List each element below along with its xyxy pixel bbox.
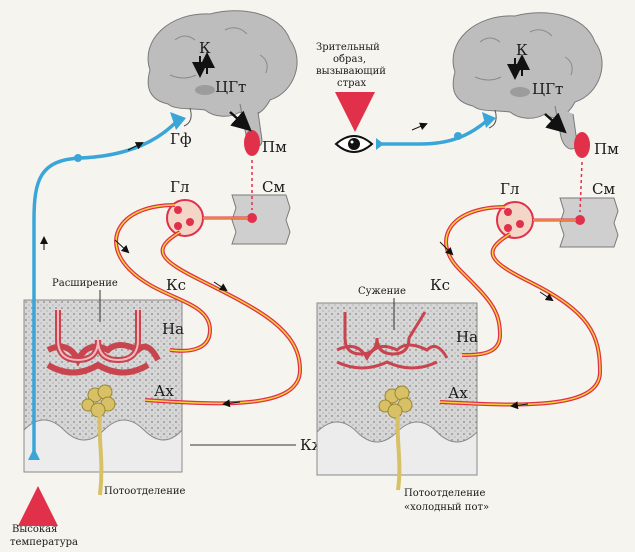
eye-icon — [334, 135, 374, 153]
medulla-red — [244, 130, 260, 156]
right-brain — [452, 12, 603, 158]
right-skin-block — [316, 302, 478, 491]
visual-line4: страх — [337, 78, 366, 89]
right-ganglion — [496, 201, 576, 239]
cortex-label-right: К — [516, 41, 528, 59]
visual-line1: Зрительный — [316, 42, 380, 53]
medulla-label-right: Пм — [594, 140, 619, 158]
sweating-label-left: Потоотделение — [104, 486, 186, 497]
narrowing-label: Сужение — [358, 286, 406, 297]
left-ganglion — [166, 199, 248, 237]
hypothalamus-label-right: ЦГт — [532, 80, 563, 98]
sweat-duct — [97, 414, 104, 496]
pituitary-label: Гф — [170, 130, 192, 148]
left-spinal-cord — [231, 160, 291, 245]
right-afferent-nerve — [380, 116, 492, 146]
thalamus-shape — [195, 85, 215, 95]
visual-line2: образ, — [333, 54, 366, 65]
na-label-right: На — [456, 328, 478, 346]
left-brain — [147, 10, 298, 156]
cold-sweat-label: «холодный пот» — [404, 502, 489, 513]
visual-line3: вызывающий — [316, 66, 386, 77]
ax-label-right: Ах — [448, 384, 468, 402]
spinal-cord-label-right: См — [592, 180, 615, 198]
right-nerve-fibers — [439, 205, 603, 407]
medulla-label: Пм — [262, 138, 287, 156]
na-label-left: На — [162, 320, 184, 338]
vessel-label-left: Кс — [166, 276, 186, 294]
spinal-cord-label: См — [262, 178, 285, 196]
ganglion-label-right: Гл — [500, 180, 519, 198]
left-skin-block — [23, 299, 183, 496]
vessel-label-right: Кс — [430, 276, 450, 294]
cortex-label: К — [199, 39, 211, 57]
left-nerve-fibers — [114, 203, 303, 406]
right-spinal-cord — [559, 161, 619, 248]
ganglion-label: Гл — [170, 178, 189, 196]
ax-label-left: Ах — [154, 382, 174, 400]
expansion-label: Расширение — [52, 278, 118, 289]
high-temp-line2: температура — [10, 537, 78, 548]
high-temp-line1: Высокая — [12, 524, 57, 535]
hypothalamus-label: ЦГт — [215, 78, 246, 96]
sweating-label-right: Потоотделение — [404, 488, 486, 499]
